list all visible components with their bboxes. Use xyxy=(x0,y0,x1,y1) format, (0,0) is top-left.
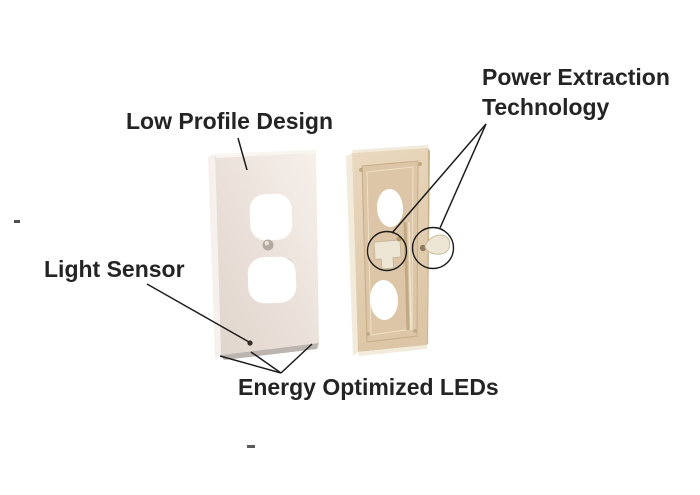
label-energy-optimized-leds: Energy Optimized LEDs xyxy=(238,374,499,400)
leader-led-right xyxy=(280,343,313,374)
callout-circle-left xyxy=(366,230,408,272)
rear-screw-hole-bottom-left xyxy=(366,332,370,336)
rear-opening-top xyxy=(376,189,404,227)
artifact-dash-left xyxy=(14,220,20,223)
callout-circle-right xyxy=(411,226,455,270)
power-prong-left xyxy=(373,239,402,270)
rear-plate-slot-highlight xyxy=(408,221,412,331)
label-power-extraction-line2: Technology xyxy=(482,94,610,120)
rear-wall-plate xyxy=(346,145,451,356)
rear-plate-recess-inner-line xyxy=(366,166,414,336)
leader-power-extraction-right xyxy=(439,123,487,229)
front-wall-plate xyxy=(208,150,319,360)
leader-lines xyxy=(146,123,487,374)
power-prong-right-wing xyxy=(424,234,451,255)
rear-plate-top-edge xyxy=(352,145,428,153)
outlet-opening-bottom xyxy=(247,256,297,304)
label-power-extraction-line1: Power Extraction xyxy=(482,64,670,90)
rear-plate-bottom-edge xyxy=(358,345,427,356)
outlet-opening-top xyxy=(249,193,293,241)
rear-screw-hole-top-right xyxy=(418,162,422,166)
rear-opening-bottom xyxy=(369,280,399,320)
label-light-sensor: Light Sensor xyxy=(44,256,185,282)
label-low-profile-design: Low Profile Design xyxy=(126,108,334,134)
center-screw-highlight xyxy=(264,241,269,246)
leader-led-middle xyxy=(250,351,282,374)
front-plate-face xyxy=(215,150,319,355)
leader-power-extraction-left xyxy=(391,123,487,234)
label-power-extraction-technology: Power Extraction Technology xyxy=(482,62,670,122)
power-prong-left-contact xyxy=(396,236,402,242)
rear-screw-hole-top-left xyxy=(359,168,363,172)
rear-plate-left-edge xyxy=(346,153,358,356)
front-plate-top-highlight xyxy=(215,150,316,158)
artifact-dash-bottom xyxy=(247,445,255,448)
rear-screw-hole-bottom-right xyxy=(413,329,417,333)
front-plate-left-side xyxy=(208,154,221,359)
front-plate-bottom-edge xyxy=(221,343,319,360)
leader-led-left xyxy=(219,355,282,374)
rear-plate-slot-shadow xyxy=(403,221,410,331)
leader-light-sensor xyxy=(146,283,250,343)
leader-low-profile xyxy=(237,137,248,171)
